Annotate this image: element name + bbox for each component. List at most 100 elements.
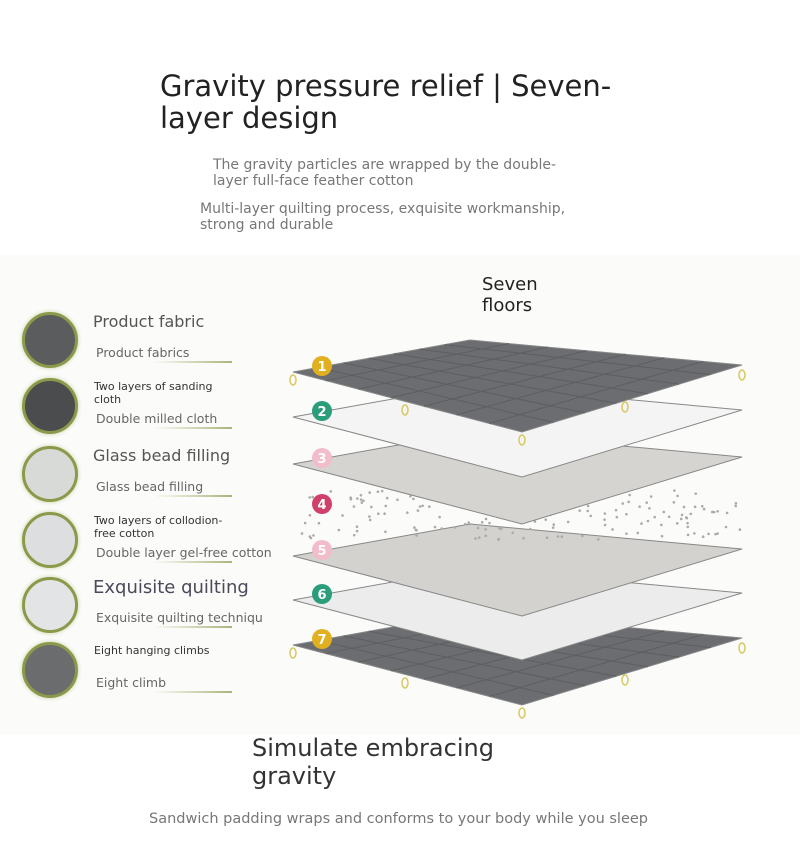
glass-bead — [438, 516, 441, 519]
glass-bead — [454, 526, 457, 529]
glass-bead — [685, 516, 688, 519]
glass-bead — [616, 516, 619, 519]
glass-bead — [735, 502, 738, 505]
glass-bead — [421, 504, 424, 507]
glass-bead — [676, 495, 679, 498]
glass-bead — [673, 501, 676, 504]
glass-bead — [356, 525, 359, 528]
layer-number: 7 — [317, 633, 326, 648]
glass-bead — [707, 533, 710, 536]
glass-bead — [604, 512, 607, 515]
glass-bead — [481, 521, 484, 524]
glass-bead — [396, 498, 399, 501]
glass-bead — [484, 535, 487, 538]
glass-bead — [589, 515, 592, 518]
layer-number: 3 — [317, 452, 326, 467]
glass-bead — [488, 522, 491, 525]
glass-bead — [673, 489, 676, 492]
glass-bead — [615, 509, 618, 512]
glass-bead — [546, 536, 549, 539]
glass-bead — [640, 522, 643, 525]
loop-icon — [290, 648, 296, 658]
glass-bead — [701, 505, 704, 508]
glass-bead — [485, 518, 488, 521]
loop-icon — [290, 375, 296, 385]
loop-icon — [622, 675, 628, 685]
glass-bead — [360, 498, 363, 501]
glass-bead — [693, 532, 696, 535]
glass-bead — [377, 490, 380, 493]
glass-bead — [694, 506, 697, 509]
glass-bead — [638, 505, 641, 508]
glass-bead — [734, 505, 737, 508]
glass-bead — [362, 499, 365, 502]
glass-bead — [586, 510, 589, 513]
glass-bead — [353, 534, 356, 537]
glass-bead — [360, 494, 363, 497]
loop-icon — [402, 678, 408, 688]
glass-bead — [419, 505, 422, 508]
glass-bead — [552, 523, 555, 526]
glass-bead — [370, 506, 373, 509]
glass-bead — [680, 518, 683, 521]
glass-bead — [739, 528, 742, 531]
glass-bead — [353, 505, 356, 508]
glass-bead — [497, 538, 500, 541]
glass-bead — [330, 490, 333, 493]
glass-bead — [636, 532, 639, 535]
glass-bead — [498, 527, 501, 530]
glass-bead — [377, 512, 380, 515]
glass-bead — [653, 516, 656, 519]
glass-bead — [702, 535, 705, 538]
glass-bead — [529, 528, 532, 531]
layer-number: 6 — [317, 588, 326, 603]
glass-bead — [428, 505, 431, 508]
glass-bead — [484, 528, 487, 531]
glass-bead — [511, 531, 514, 534]
glass-bead — [660, 524, 663, 527]
glass-bead — [711, 511, 714, 514]
glass-bead — [544, 518, 547, 521]
glass-bead — [464, 523, 467, 526]
glass-bead — [668, 515, 671, 518]
glass-bead — [621, 502, 624, 505]
glass-bead — [726, 512, 729, 515]
glass-bead — [356, 497, 359, 500]
glass-bead — [522, 537, 525, 540]
glass-bead — [557, 535, 560, 538]
glass-bead — [311, 496, 314, 499]
glass-bead — [716, 510, 719, 513]
loop-icon — [519, 708, 525, 718]
glass-bead — [687, 534, 690, 537]
glass-bead — [578, 509, 581, 512]
glass-bead — [304, 522, 307, 525]
glass-bead — [309, 514, 312, 517]
glass-bead — [310, 537, 313, 540]
glass-bead — [341, 514, 344, 517]
glass-bead — [603, 518, 606, 521]
layer-number: 2 — [317, 405, 326, 420]
glass-bead — [628, 494, 631, 497]
glass-bead — [683, 506, 686, 509]
glass-bead — [604, 524, 607, 527]
glass-bead — [647, 520, 650, 523]
glass-bead — [648, 507, 651, 510]
layer-number: 5 — [317, 544, 326, 559]
glass-bead — [384, 505, 387, 508]
glass-bead — [312, 534, 315, 537]
glass-bead — [417, 509, 420, 512]
glass-bead — [368, 491, 371, 494]
glass-bead — [587, 505, 590, 508]
glass-bead — [467, 521, 470, 524]
glass-bead — [597, 538, 600, 541]
glass-bead — [415, 529, 418, 532]
glass-bead — [434, 526, 437, 529]
glass-bead — [581, 535, 584, 538]
glass-bead — [413, 526, 416, 529]
glass-bead — [627, 501, 630, 504]
glass-bead — [676, 522, 679, 525]
glass-bead — [384, 530, 387, 533]
glass-bead — [552, 526, 555, 529]
glass-bead — [625, 532, 628, 535]
